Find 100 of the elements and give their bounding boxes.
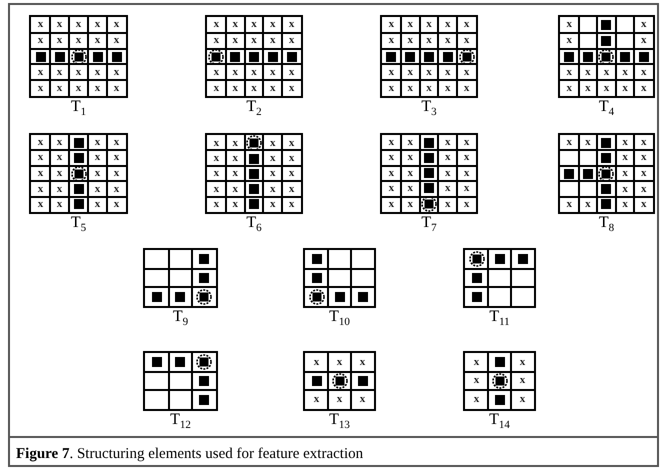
dont-care-mark: x <box>604 82 610 94</box>
dont-care-mark: x <box>464 182 470 194</box>
dont-care-mark: x <box>114 66 120 78</box>
dont-care-mark: x <box>232 168 238 180</box>
dont-care-mark: x <box>288 168 294 180</box>
dont-care-mark: x <box>56 184 62 195</box>
dont-care-mark: x <box>270 19 276 30</box>
dont-care-mark: x <box>464 19 470 30</box>
structuring-element-grid <box>143 351 218 411</box>
dont-care-mark: x <box>114 82 120 94</box>
dont-care-mark: x <box>56 19 62 30</box>
dont-care-mark: x <box>214 153 220 164</box>
element-label: T$_{12}$ <box>170 411 191 432</box>
dont-care-mark: x <box>114 184 120 195</box>
dont-care-mark: x <box>314 394 320 406</box>
dont-care-mark: x <box>56 137 62 148</box>
dont-care-mark: x <box>407 35 413 46</box>
dont-care-mark: x <box>38 19 44 30</box>
dont-care-mark: x <box>520 394 526 406</box>
dont-care-mark: x <box>56 82 62 94</box>
dont-care-mark: x <box>407 137 413 148</box>
dont-care-mark: x <box>336 394 342 406</box>
dont-care-mark: x <box>288 66 294 78</box>
dont-care-mark: x <box>288 138 294 148</box>
dont-care-mark: x <box>251 35 257 46</box>
dont-care-mark: x <box>445 152 451 164</box>
dont-care-mark: x <box>464 35 470 46</box>
element-label: T$_{11}$ <box>489 308 510 328</box>
dont-care-mark: x <box>464 66 470 78</box>
dont-care-mark: x <box>520 356 526 368</box>
dont-care-mark: x <box>232 153 238 164</box>
dont-care-mark: x <box>232 198 238 210</box>
dont-care-mark: x <box>114 137 120 148</box>
dont-care-mark: x <box>585 82 591 94</box>
dont-care-mark: x <box>94 198 100 210</box>
dont-care-mark: x <box>314 356 320 368</box>
dont-care-mark: x <box>270 82 276 94</box>
dont-care-mark: x <box>214 19 220 30</box>
dont-care-mark: x <box>114 35 120 46</box>
structuring-element-grid <box>205 133 303 214</box>
dont-care-mark: x <box>640 137 646 148</box>
dont-care-mark: x <box>604 66 610 78</box>
dont-care-mark: x <box>114 19 120 30</box>
figure-caption: Figure 7. Structuring elements used for feature extraction <box>16 446 364 463</box>
dont-care-mark: x <box>640 19 646 30</box>
dont-care-mark: x <box>94 82 100 94</box>
structuring-element-grid <box>303 351 376 411</box>
dont-care-mark: x <box>38 152 44 164</box>
structuring-element-grid <box>303 248 376 308</box>
dont-care-mark: x <box>76 19 82 30</box>
dont-care-mark: x <box>622 82 628 94</box>
element-label: T$_{10}$ <box>329 308 350 328</box>
dont-care-mark: x <box>388 168 394 179</box>
dont-care-mark: x <box>114 168 120 179</box>
structuring-element-grid <box>463 351 536 411</box>
dont-care-mark: x <box>566 82 572 94</box>
dont-care-mark: x <box>407 19 413 30</box>
dont-care-mark: x <box>232 66 238 78</box>
dont-care-mark: x <box>288 153 294 164</box>
dont-care-mark: x <box>622 137 628 148</box>
dont-care-mark: x <box>520 375 526 386</box>
structuring-element-grid <box>143 248 218 308</box>
dont-care-mark: x <box>464 137 470 148</box>
dont-care-mark: x <box>566 198 572 210</box>
dont-care-mark: x <box>622 152 628 164</box>
dont-care-mark: x <box>94 19 100 30</box>
element-label: T$_{2}$ <box>246 98 262 118</box>
dont-care-mark: x <box>388 19 394 30</box>
dont-care-mark: x <box>232 35 238 46</box>
dont-care-mark: x <box>445 198 451 210</box>
dont-care-mark: x <box>94 137 100 148</box>
element-label: T$_{3}$ <box>421 98 437 118</box>
dont-care-mark: x <box>407 152 413 164</box>
dont-care-mark: x <box>94 184 100 195</box>
dont-care-mark: x <box>270 66 276 78</box>
dont-care-mark: x <box>445 82 451 94</box>
dont-care-mark: x <box>76 82 82 94</box>
dont-care-mark: x <box>270 138 276 148</box>
dont-care-mark: x <box>407 82 413 94</box>
dont-care-mark: x <box>288 184 294 195</box>
dont-care-mark: x <box>214 138 220 148</box>
dont-care-mark: x <box>407 182 413 194</box>
dont-care-mark: x <box>622 168 628 179</box>
dont-care-mark: x <box>445 66 451 78</box>
dont-care-mark: x <box>38 168 44 179</box>
dont-care-mark: x <box>214 66 220 78</box>
dont-care-mark: x <box>640 198 646 210</box>
dont-care-mark: x <box>445 19 451 30</box>
dont-care-mark: x <box>270 168 276 180</box>
dont-care-mark: x <box>288 82 294 94</box>
dont-care-mark: x <box>38 66 44 78</box>
dont-care-mark: x <box>251 19 257 30</box>
dont-care-mark: x <box>56 198 62 210</box>
dont-care-mark: x <box>288 19 294 30</box>
dont-care-mark: x <box>56 168 62 179</box>
element-label: T$_{7}$ <box>421 214 437 234</box>
dont-care-mark: x <box>445 168 451 179</box>
dont-care-mark: x <box>426 82 432 94</box>
dont-care-mark: x <box>388 82 394 94</box>
dont-care-mark: x <box>474 394 480 406</box>
